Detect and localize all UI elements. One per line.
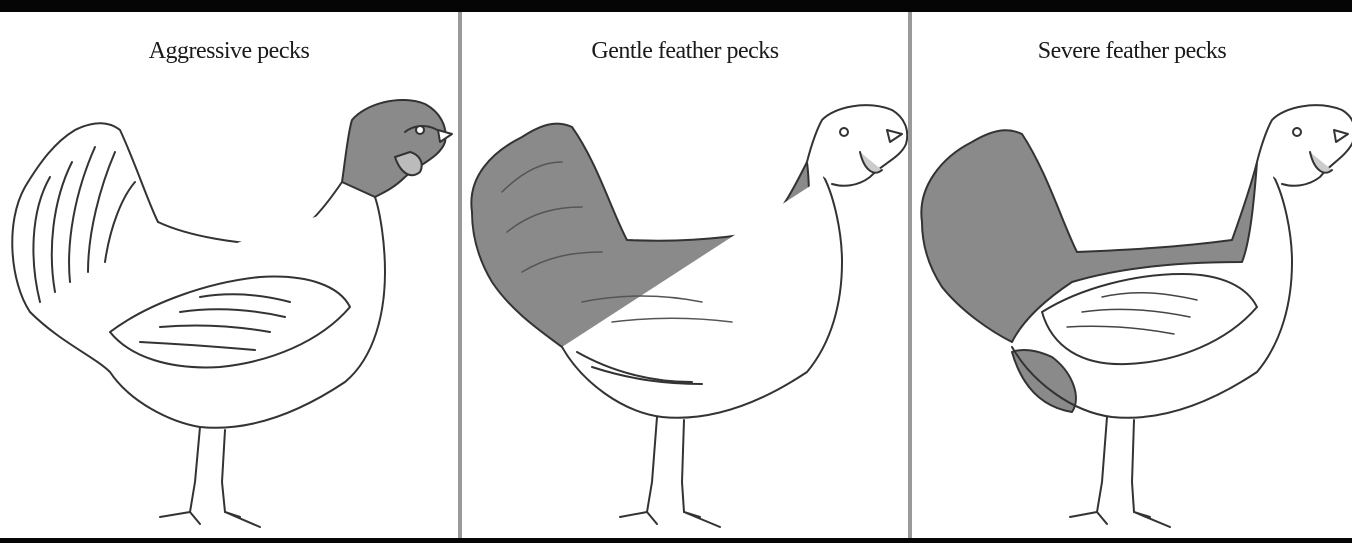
- panel-aggressive-pecks: Aggressive pecks: [0, 12, 458, 538]
- bottom-rule: [0, 538, 1352, 543]
- hen-illustration-severe: [912, 12, 1352, 538]
- top-rule: [0, 0, 1352, 12]
- hen-illustration-gentle: [462, 12, 908, 538]
- panel-severe-feather-pecks: Severe feather pecks: [912, 12, 1352, 538]
- hen-illustration-aggressive: [0, 12, 458, 538]
- panel-gentle-feather-pecks: Gentle feather pecks: [462, 12, 908, 538]
